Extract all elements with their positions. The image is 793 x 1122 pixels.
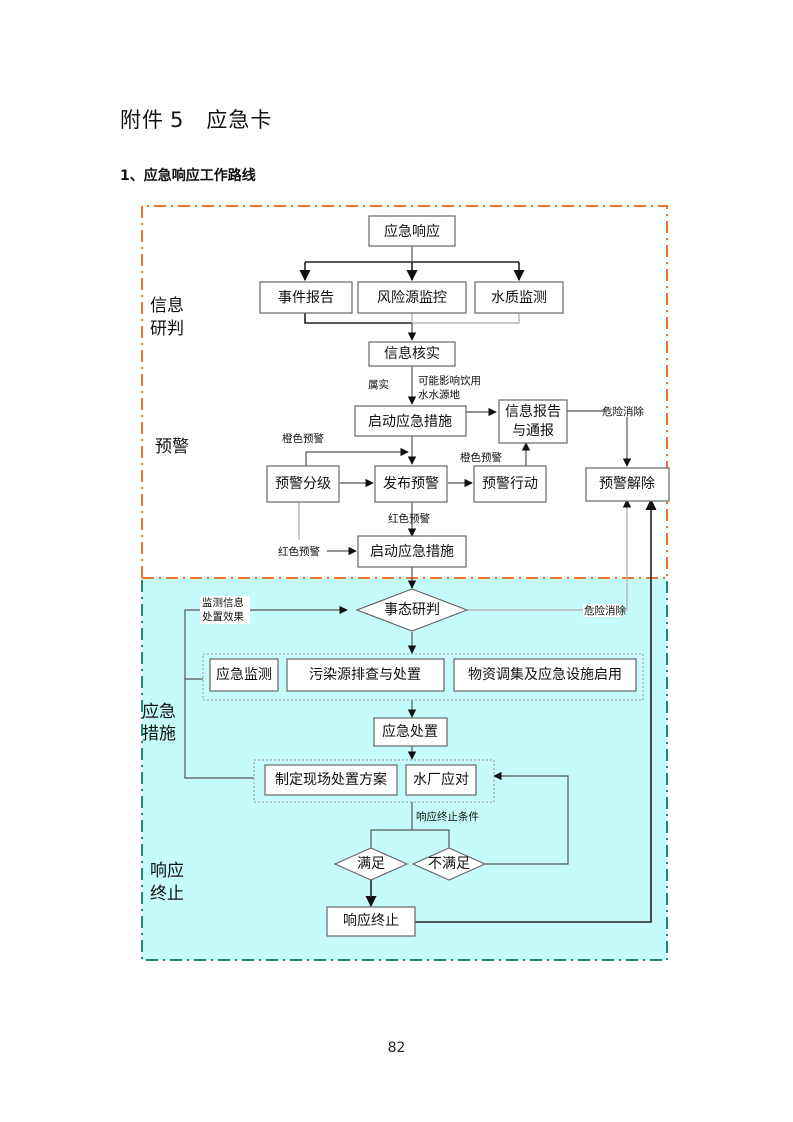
label-may-affect-1: 可能影响饮用 (418, 374, 481, 387)
section-heading: 1、应急响应工作路线 (120, 168, 256, 184)
title-prefix: 附件 (120, 108, 164, 132)
svg-text:不满足: 不满足 (428, 856, 470, 872)
label-may-affect-2: 水水源地 (418, 388, 460, 401)
title-number: 5 (170, 108, 185, 132)
label-end-condition: 响应终止条件 (416, 810, 479, 823)
node-pollution-check: 污染源排查与处置 (286, 658, 445, 692)
node-water-quality: 水质监测 (474, 281, 564, 314)
svg-text:事件报告: 事件报告 (278, 290, 334, 306)
node-satisfied: 满足 (333, 847, 409, 881)
svg-text:制定现场处置方案: 制定现场处置方案 (275, 771, 387, 788)
svg-text:启动应急措施: 启动应急措施 (370, 543, 454, 560)
label-red-warning-1: 红色预警 (388, 512, 430, 525)
disposal-group (253, 759, 495, 803)
node-response-end: 响应终止 (326, 906, 416, 937)
svg-text:预警解除: 预警解除 (599, 476, 655, 492)
svg-text:事态研判: 事态研判 (384, 602, 440, 618)
node-warning-grade: 预警分级 (266, 465, 340, 503)
node-start-measures-1: 启动应急措施 (354, 405, 467, 437)
region-info-border (141, 205, 668, 578)
label-confirmed: 属实 (368, 378, 389, 391)
node-emergency-response: 应急响应 (368, 215, 456, 247)
svg-text:与通报: 与通报 (512, 423, 554, 439)
page-number: 82 (387, 1040, 406, 1056)
node-plant-response: 水厂应对 (405, 764, 477, 796)
svg-text:物资调集及应急设施启用: 物资调集及应急设施启用 (468, 666, 622, 683)
svg-text:应急监测: 应急监测 (216, 666, 272, 683)
svg-text:应急处置: 应急处置 (382, 723, 438, 740)
svg-text:水质监测: 水质监测 (491, 290, 547, 306)
svg-text:处置效果: 处置效果 (202, 610, 244, 623)
node-publish-warning: 发布预警 (374, 465, 448, 503)
svg-text:水厂应对: 水厂应对 (413, 771, 469, 788)
svg-text:信息核实: 信息核实 (384, 345, 440, 362)
node-not-satisfied: 不满足 (411, 847, 487, 881)
measures-group (202, 653, 644, 701)
svg-text:污染源排查与处置: 污染源排查与处置 (309, 667, 421, 683)
side-label-measures-1: 应急 (142, 702, 176, 722)
svg-text:风险源监控: 风险源监控 (377, 290, 447, 306)
svg-text:预警行动: 预警行动 (482, 476, 538, 492)
node-emergency-disposal: 应急处置 (373, 717, 448, 747)
side-label-term-1: 响应 (150, 861, 184, 881)
svg-text:发布预警: 发布预警 (383, 476, 439, 492)
label-orange-warning-1: 橙色预警 (282, 432, 324, 445)
svg-text:应急响应: 应急响应 (384, 223, 440, 240)
svg-text:启动应急措施: 启动应急措施 (368, 413, 452, 430)
svg-text:危险消除: 危险消除 (584, 604, 626, 617)
svg-text:监测信息: 监测信息 (202, 596, 244, 609)
node-risk-monitor: 风险源监控 (357, 281, 467, 314)
svg-text:满足: 满足 (357, 856, 385, 872)
node-situation-judge: 事态研判 (355, 588, 469, 632)
side-label-warning: 预警 (155, 437, 189, 457)
node-emergency-monitor: 应急监测 (209, 658, 279, 692)
node-materials: 物资调集及应急设施启用 (453, 658, 637, 692)
side-label-info-1: 信息 (150, 296, 184, 316)
label-red-warning-2: 红色预警 (278, 545, 320, 558)
side-label-measures-2: 措施 (142, 724, 176, 744)
side-label-info-2: 研判 (150, 319, 184, 339)
label-orange-warning-2: 橙色预警 (460, 451, 502, 464)
node-warning-release: 预警解除 (585, 467, 670, 502)
title-text: 应急卡 (206, 108, 273, 132)
svg-text:响应终止: 响应终止 (343, 912, 399, 929)
svg-text:预警分级: 预警分级 (275, 476, 331, 492)
node-onsite-plan: 制定现场处置方案 (264, 764, 398, 796)
label-danger-cleared-1: 危险消除 (602, 405, 644, 418)
node-info-verify: 信息核实 (368, 341, 456, 367)
side-label-term-2: 终止 (150, 884, 184, 904)
svg-text:信息报告: 信息报告 (505, 403, 561, 420)
label-danger-cleared-2: 危险消除 (583, 604, 626, 617)
node-warning-action: 预警行动 (473, 465, 547, 503)
node-start-measures-2: 启动应急措施 (357, 535, 467, 568)
region-measures-bg (142, 578, 667, 960)
region-measures-border (141, 580, 668, 961)
node-event-report: 事件报告 (259, 281, 353, 314)
